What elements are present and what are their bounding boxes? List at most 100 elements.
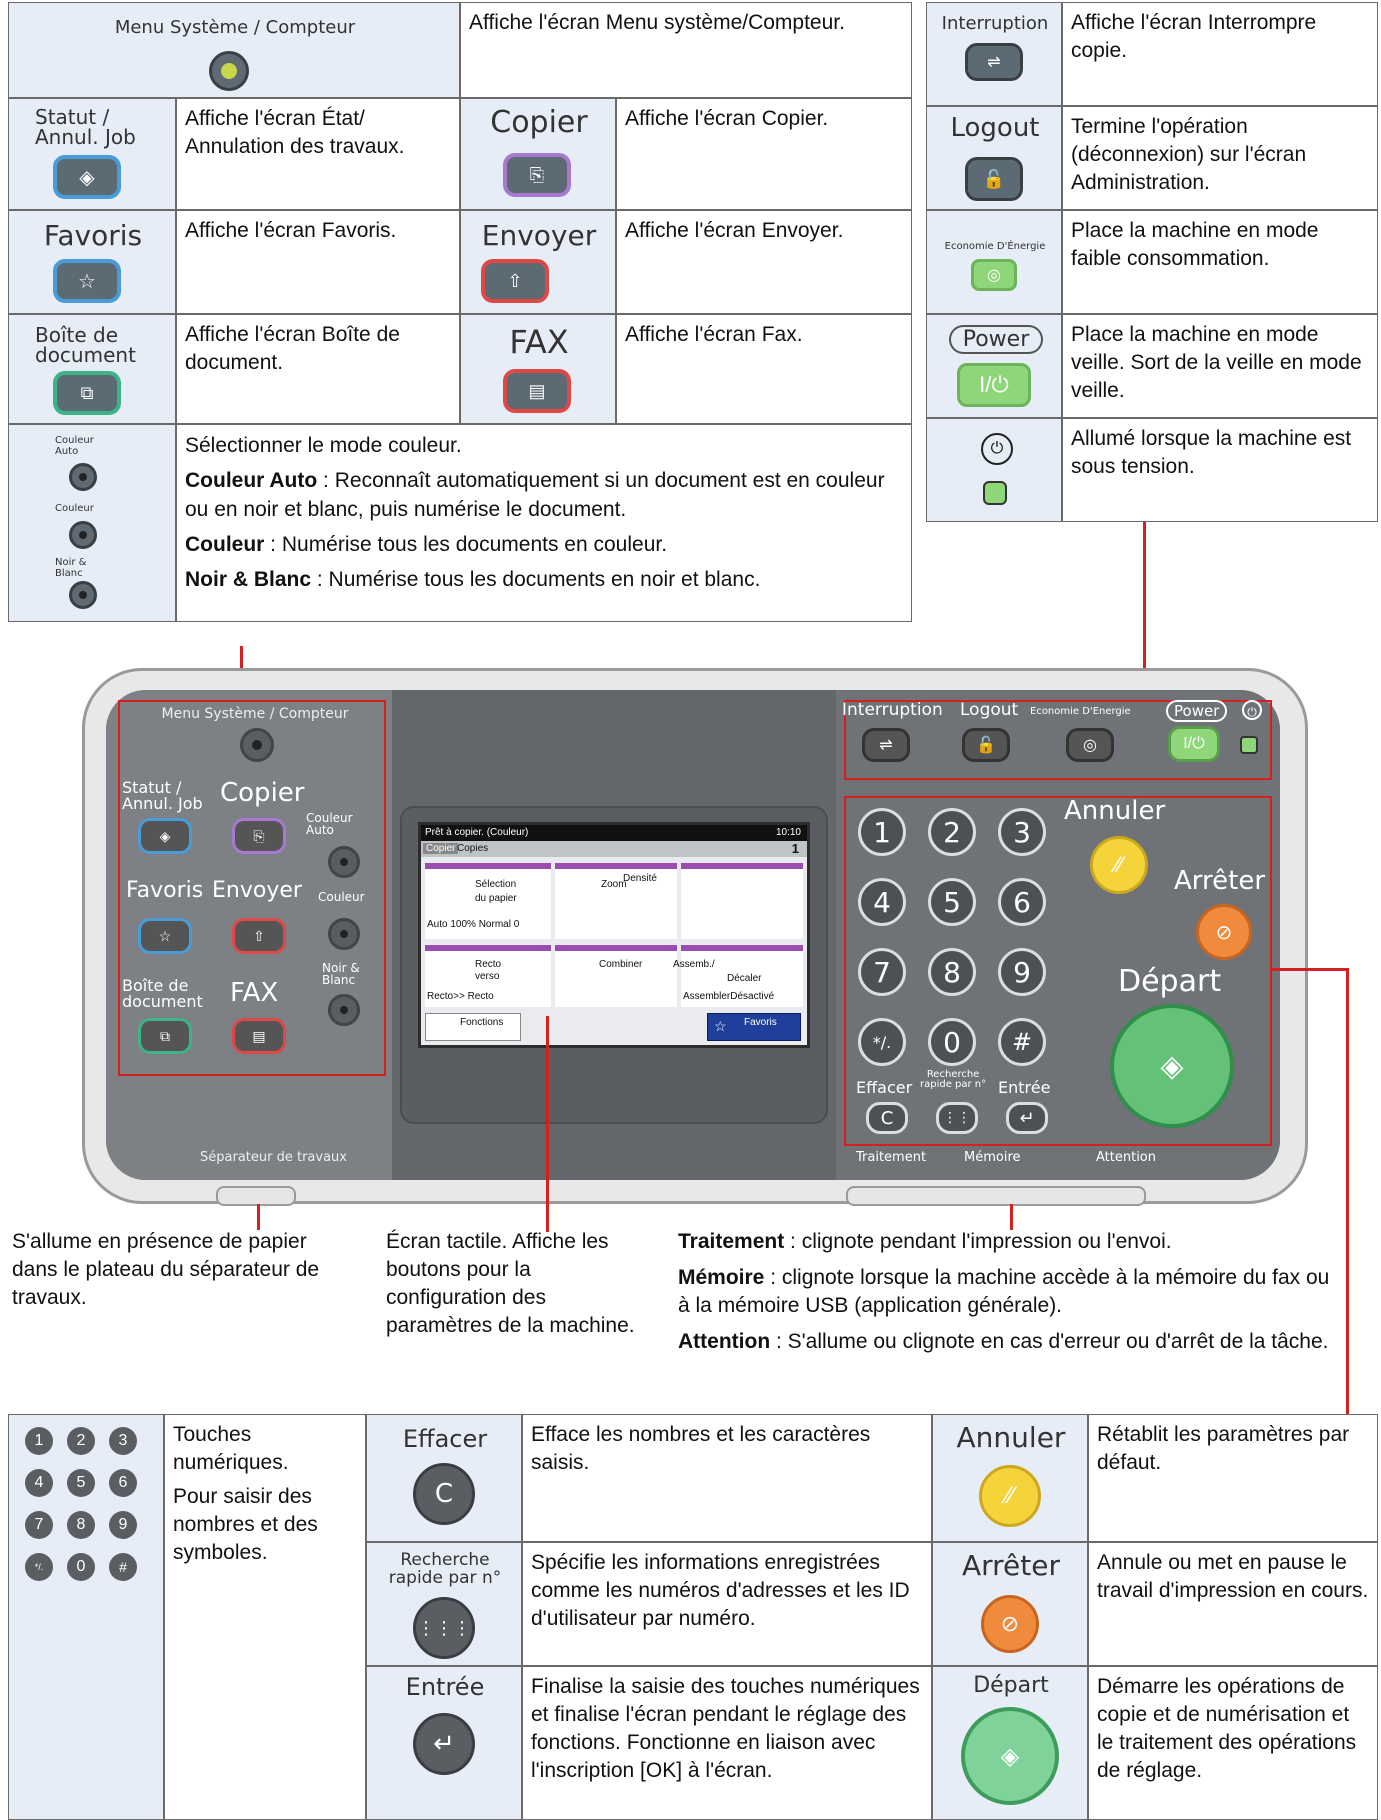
annuler-button[interactable]: ⁄⁄ — [979, 1465, 1041, 1527]
envoyer-button[interactable]: ⇧ — [481, 259, 549, 303]
statut-label-2: Annul. Job — [35, 125, 136, 149]
screen-favoris-label: Favoris — [744, 1017, 777, 1028]
callout-line-ecran — [546, 1016, 549, 1232]
couleur-auto-button[interactable] — [69, 463, 97, 491]
panel-copier-button[interactable]: ⎘ — [232, 818, 286, 854]
callout-line-keypad-v — [1346, 968, 1349, 1414]
copier-button[interactable]: ⎘ — [503, 153, 571, 197]
panel-menu-button[interactable] — [240, 728, 274, 762]
keypad-key-3[interactable]: 3 — [998, 808, 1046, 856]
callout-ecran: Écran tactile. Affiche les boutons pour … — [386, 1230, 635, 1337]
recto-2: verso — [475, 971, 500, 982]
interruption-button[interactable]: ⇌ — [965, 43, 1023, 81]
arreter-button[interactable]: ⊘ — [981, 1595, 1039, 1653]
screen-sel-papier[interactable]: Sélection du papier Auto 100% Normal 0 — [425, 863, 551, 939]
keypad-key-4[interactable]: 4 — [858, 878, 906, 926]
panel-logout-button[interactable]: 🔓 — [962, 728, 1010, 762]
statut-icon: ◈ — [79, 166, 95, 189]
screen-fonctions-label: Fonctions — [460, 1017, 504, 1028]
statut-button[interactable]: ◈ — [53, 155, 121, 199]
screen-assemb[interactable]: Assemb./ Décaler AssemblerDésactivé — [673, 945, 803, 1007]
keypad-key-star[interactable]: */. — [858, 1018, 906, 1066]
recherche-label: Recherche rapide par n° — [367, 1551, 523, 1587]
keypad-key-6[interactable]: 6 — [998, 878, 1046, 926]
screen-fonctions[interactable]: Fonctions — [425, 1013, 521, 1041]
panel-interruption-button[interactable]: ⇌ — [862, 728, 910, 762]
screen-favoris[interactable]: ☆ Favoris — [707, 1013, 801, 1041]
callout-memoire: Mémoire : clignote lorsque la machine ac… — [678, 1264, 1342, 1320]
panel-separateur-label: Séparateur de travaux — [200, 1150, 347, 1165]
star-icon: ☆ — [78, 270, 96, 293]
touch-screen[interactable]: Prêt à copier. (Couleur) 10:10 Copier Co… — [418, 822, 810, 1048]
depart-button[interactable]: ◈ — [961, 1707, 1059, 1805]
screen-zoom[interactable]: Zoom — [555, 863, 677, 939]
screen-densite[interactable]: Densité — [621, 869, 677, 889]
lock-icon: 🔓 — [982, 168, 1006, 189]
panel-eco-button[interactable]: ◎ — [1066, 728, 1114, 762]
panel-power-button[interactable]: I/⏻ — [1168, 726, 1220, 762]
screen-copies-value[interactable]: 1 — [791, 841, 799, 856]
eco-button[interactable]: ◎ — [971, 259, 1017, 291]
keypad-key-7[interactable]: 7 — [858, 948, 906, 996]
power-button[interactable]: I/⏻ — [957, 363, 1031, 407]
boite-button[interactable]: ⧉ — [53, 371, 121, 415]
entree-button[interactable]: ↵ — [413, 1713, 475, 1775]
panel-entree-button[interactable]: ↵ — [1006, 1102, 1048, 1134]
top-left-table: Menu Système / Compteur Affiche l'écran … — [8, 2, 912, 622]
effacer-button[interactable]: C — [413, 1463, 475, 1525]
keypad-key-2[interactable]: 2 — [928, 808, 976, 856]
noir-blanc-button[interactable] — [69, 581, 97, 609]
screen-tab-copier[interactable]: Copier — [423, 843, 459, 854]
keypad-key-0[interactable]: 0 — [928, 1018, 976, 1066]
main-power-key-cell: ⏻ — [926, 418, 1062, 522]
sel-papier-value: Auto 100% Normal 0 — [427, 919, 520, 930]
keypad-key-hash[interactable]: # — [998, 1018, 1046, 1066]
panel-recherche-1: Recherche — [926, 1069, 980, 1080]
boite-label-1: Boîte de — [35, 323, 119, 347]
logout-button[interactable]: 🔓 — [965, 157, 1023, 201]
panel-couleur-button[interactable] — [328, 918, 360, 950]
fax-button[interactable]: ▤ — [503, 369, 571, 413]
menu-system-button[interactable] — [209, 51, 249, 91]
callout-line-leds — [1010, 1204, 1013, 1230]
panel-menu-label: Menu Système / Compteur — [161, 706, 349, 722]
panel-effacer-button[interactable]: C — [866, 1102, 908, 1134]
keypad-key-5[interactable]: 5 — [928, 878, 976, 926]
screen-combiner[interactable]: Combiner — [555, 945, 677, 1007]
panel-couleur-label: Couleur — [318, 890, 365, 904]
panel-effacer-label: Effacer — [856, 1078, 913, 1097]
panel-recherche-button[interactable]: ⋮⋮ — [936, 1102, 978, 1134]
panel-recherche-2: rapide par n° — [920, 1079, 987, 1090]
panel-fax-button[interactable]: ▤ — [232, 1018, 286, 1054]
favoris-button[interactable]: ☆ — [53, 259, 121, 303]
panel-statut-button[interactable]: ◈ — [138, 818, 192, 854]
top-right-table: Interruption ⇌ Affiche l'écran Interromp… — [926, 2, 1378, 522]
noir-blanc-label: Noir & Blanc — [55, 557, 87, 579]
panel-envoyer-button[interactable]: ⇧ — [232, 918, 286, 954]
keypad-key-9[interactable]: 9 — [998, 948, 1046, 996]
panel-arreter-button[interactable]: ⊘ — [1196, 904, 1252, 960]
panel-boite-button[interactable]: ⧉ — [138, 1018, 192, 1054]
couleur-button[interactable] — [69, 521, 97, 549]
screen-recto-verso[interactable]: Recto verso Recto>> Recto — [425, 945, 551, 1007]
keypad-key-8[interactable]: 8 — [928, 948, 976, 996]
panel-favoris-label: Favoris — [126, 878, 204, 903]
callout-line-separateur — [257, 1204, 260, 1230]
mini-key-star: */. — [25, 1553, 53, 1581]
screen-tab-bar: Copier Copies 1 — [421, 841, 807, 857]
screen-status-bar: Prêt à copier. (Couleur) 10:10 — [421, 825, 807, 841]
panel-depart-button[interactable]: ◈ — [1110, 1004, 1234, 1128]
interruption-label: Interruption — [941, 13, 1049, 34]
recherche-button[interactable]: ⋮⋮⋮ — [413, 1597, 475, 1659]
arreter-desc: Annule ou met en pause le travail d'impr… — [1088, 1542, 1378, 1666]
panel-favoris-button[interactable]: ☆ — [138, 918, 192, 954]
panel-statut-label: Statut / Annul. Job — [122, 780, 203, 812]
panel-couleur-auto-button[interactable] — [328, 846, 360, 878]
mini-key-3: 3 — [109, 1427, 137, 1455]
keypad-key-1[interactable]: 1 — [858, 808, 906, 856]
panel-statut-1: Statut / — [122, 778, 182, 797]
screen-tile-3[interactable] — [681, 863, 803, 939]
panel-annuler-button[interactable]: ⁄⁄ — [1090, 836, 1148, 894]
panel-nb-button[interactable] — [328, 994, 360, 1026]
energy-icon: ◎ — [987, 267, 1001, 284]
